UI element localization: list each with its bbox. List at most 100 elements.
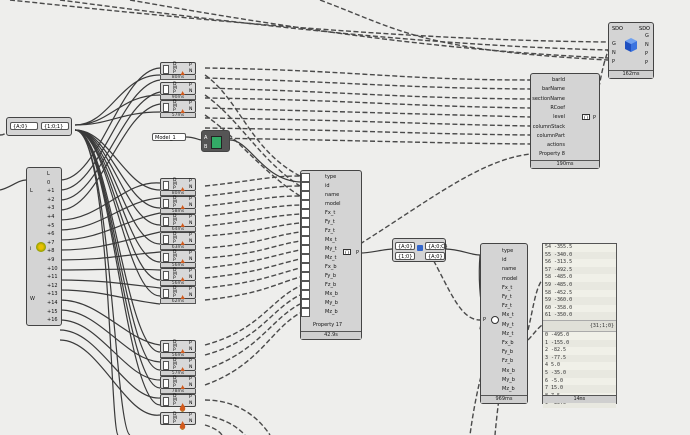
deconstruct-output[interactable]: Mx_b [502,367,515,374]
small-component-input[interactable]: P [173,240,176,246]
small-component-output[interactable]: N [189,221,193,226]
small-component-output[interactable]: P [189,359,192,364]
small-component-input[interactable]: M [173,104,177,110]
list-item[interactable]: +10 [47,265,58,272]
property-17-input-edge[interactable] [301,236,310,245]
list-item[interactable]: +11 [47,274,58,281]
list-item[interactable]: +15 [47,308,58,315]
list-item[interactable]: +2 [47,196,55,203]
list-item[interactable]: L [47,171,50,177]
property-17-input-edge[interactable] [301,281,310,290]
small-component-input[interactable]: P [173,366,176,372]
property-17-input-edge[interactable] [301,182,310,191]
property-17-input-edge[interactable] [301,200,310,209]
deconstruct-output[interactable]: Fx_b [502,340,514,346]
deconstruct-output[interactable]: id [502,257,507,264]
property-17-input-edge[interactable] [301,299,310,308]
property-17-input-edge[interactable] [301,209,310,218]
property-17-input[interactable]: Mz_t [325,255,337,261]
property-17-input-edge[interactable] [301,272,310,281]
small-component-output[interactable]: N [189,203,193,208]
small-component-output[interactable]: N [189,89,193,94]
property-17-input[interactable]: My_b [325,300,338,306]
small-component-output[interactable]: N [189,107,193,112]
junction-component[interactable]: A B [201,130,230,152]
list-left-port-w[interactable]: W [30,296,35,302]
small-component-output[interactable]: N [189,185,193,190]
small-component-output[interactable]: N [189,401,193,406]
small-component-input[interactable]: D [173,268,177,273]
small-component-output[interactable]: P [189,269,192,274]
property-17-input-edge[interactable] [301,173,310,182]
small-component-output[interactable]: P [189,179,192,184]
small-component-input[interactable]: D [173,376,177,381]
property-17-input[interactable]: Fz_b [325,282,337,288]
small-component-output[interactable]: P [189,251,192,256]
small-component-input[interactable]: P [173,294,176,300]
small-component-output[interactable]: P [189,101,192,106]
small-component-output[interactable]: N [189,365,193,370]
small-component-input[interactable]: M [173,380,177,386]
small-component-output[interactable]: P [189,341,192,346]
deconstruct-output[interactable]: Fz_t [502,303,512,310]
property-17-input-edge[interactable] [301,218,310,227]
small-component-input[interactable]: D [173,178,177,183]
small-component-input[interactable]: D [173,100,177,105]
small-component-output[interactable]: N [189,275,193,280]
small-component-input[interactable]: D [173,82,177,87]
small-component-input[interactable]: P [173,186,176,192]
small-component-input[interactable]: M [173,218,177,224]
small-component-output[interactable]: P [189,197,192,202]
property-17-input-edge[interactable] [301,254,310,263]
small-component-output[interactable]: N [189,383,193,388]
sdo-input[interactable]: P [612,59,616,65]
property-17-input[interactable]: Fy_b [325,273,337,279]
small-component-input[interactable]: D [173,358,177,363]
property-17-input-edge[interactable] [301,308,310,317]
deconstruct-output[interactable]: type [502,248,514,254]
small-component-input[interactable]: D [173,286,177,291]
property-17-input-edge[interactable] [301,263,310,272]
small-component-input[interactable]: M [173,362,177,368]
small-component-input[interactable]: P [173,276,176,282]
small-component-input[interactable]: P [173,348,176,354]
bar-input[interactable]: RCoef [550,104,565,111]
bar-input[interactable]: Property 8 [539,151,565,158]
deconstruct-input[interactable]: P [483,317,487,323]
small-component-output[interactable]: N [189,69,193,74]
property-17-input[interactable]: My_t [325,246,337,252]
deconstruct-output[interactable]: Fy_b [502,349,514,356]
list-item[interactable]: +4 [47,214,55,220]
small-component-input[interactable]: P [173,90,176,96]
list-item[interactable]: +3 [47,205,55,212]
property-17-input-edge[interactable] [301,245,310,254]
property-17-input[interactable]: type [325,174,337,180]
property-17-input[interactable]: name [325,192,340,198]
small-component-input[interactable]: M [173,398,177,404]
bar-input[interactable]: sectionName [532,95,565,102]
deconstruct-output[interactable]: Mz_b [502,386,515,392]
small-component-output[interactable]: P [189,83,192,88]
sdo-input[interactable]: G [612,41,616,47]
list-left-port-l[interactable]: L [30,188,33,194]
bar-input[interactable]: columnPart [536,132,565,139]
small-component-output[interactable]: P [189,215,192,220]
list-item[interactable]: +5 [47,222,55,229]
property-17-input[interactable]: Fx_b [325,264,337,270]
small-component-input[interactable]: P [173,420,176,426]
list-item[interactable]: +6 [47,231,55,238]
small-component-input[interactable]: P [173,402,176,408]
